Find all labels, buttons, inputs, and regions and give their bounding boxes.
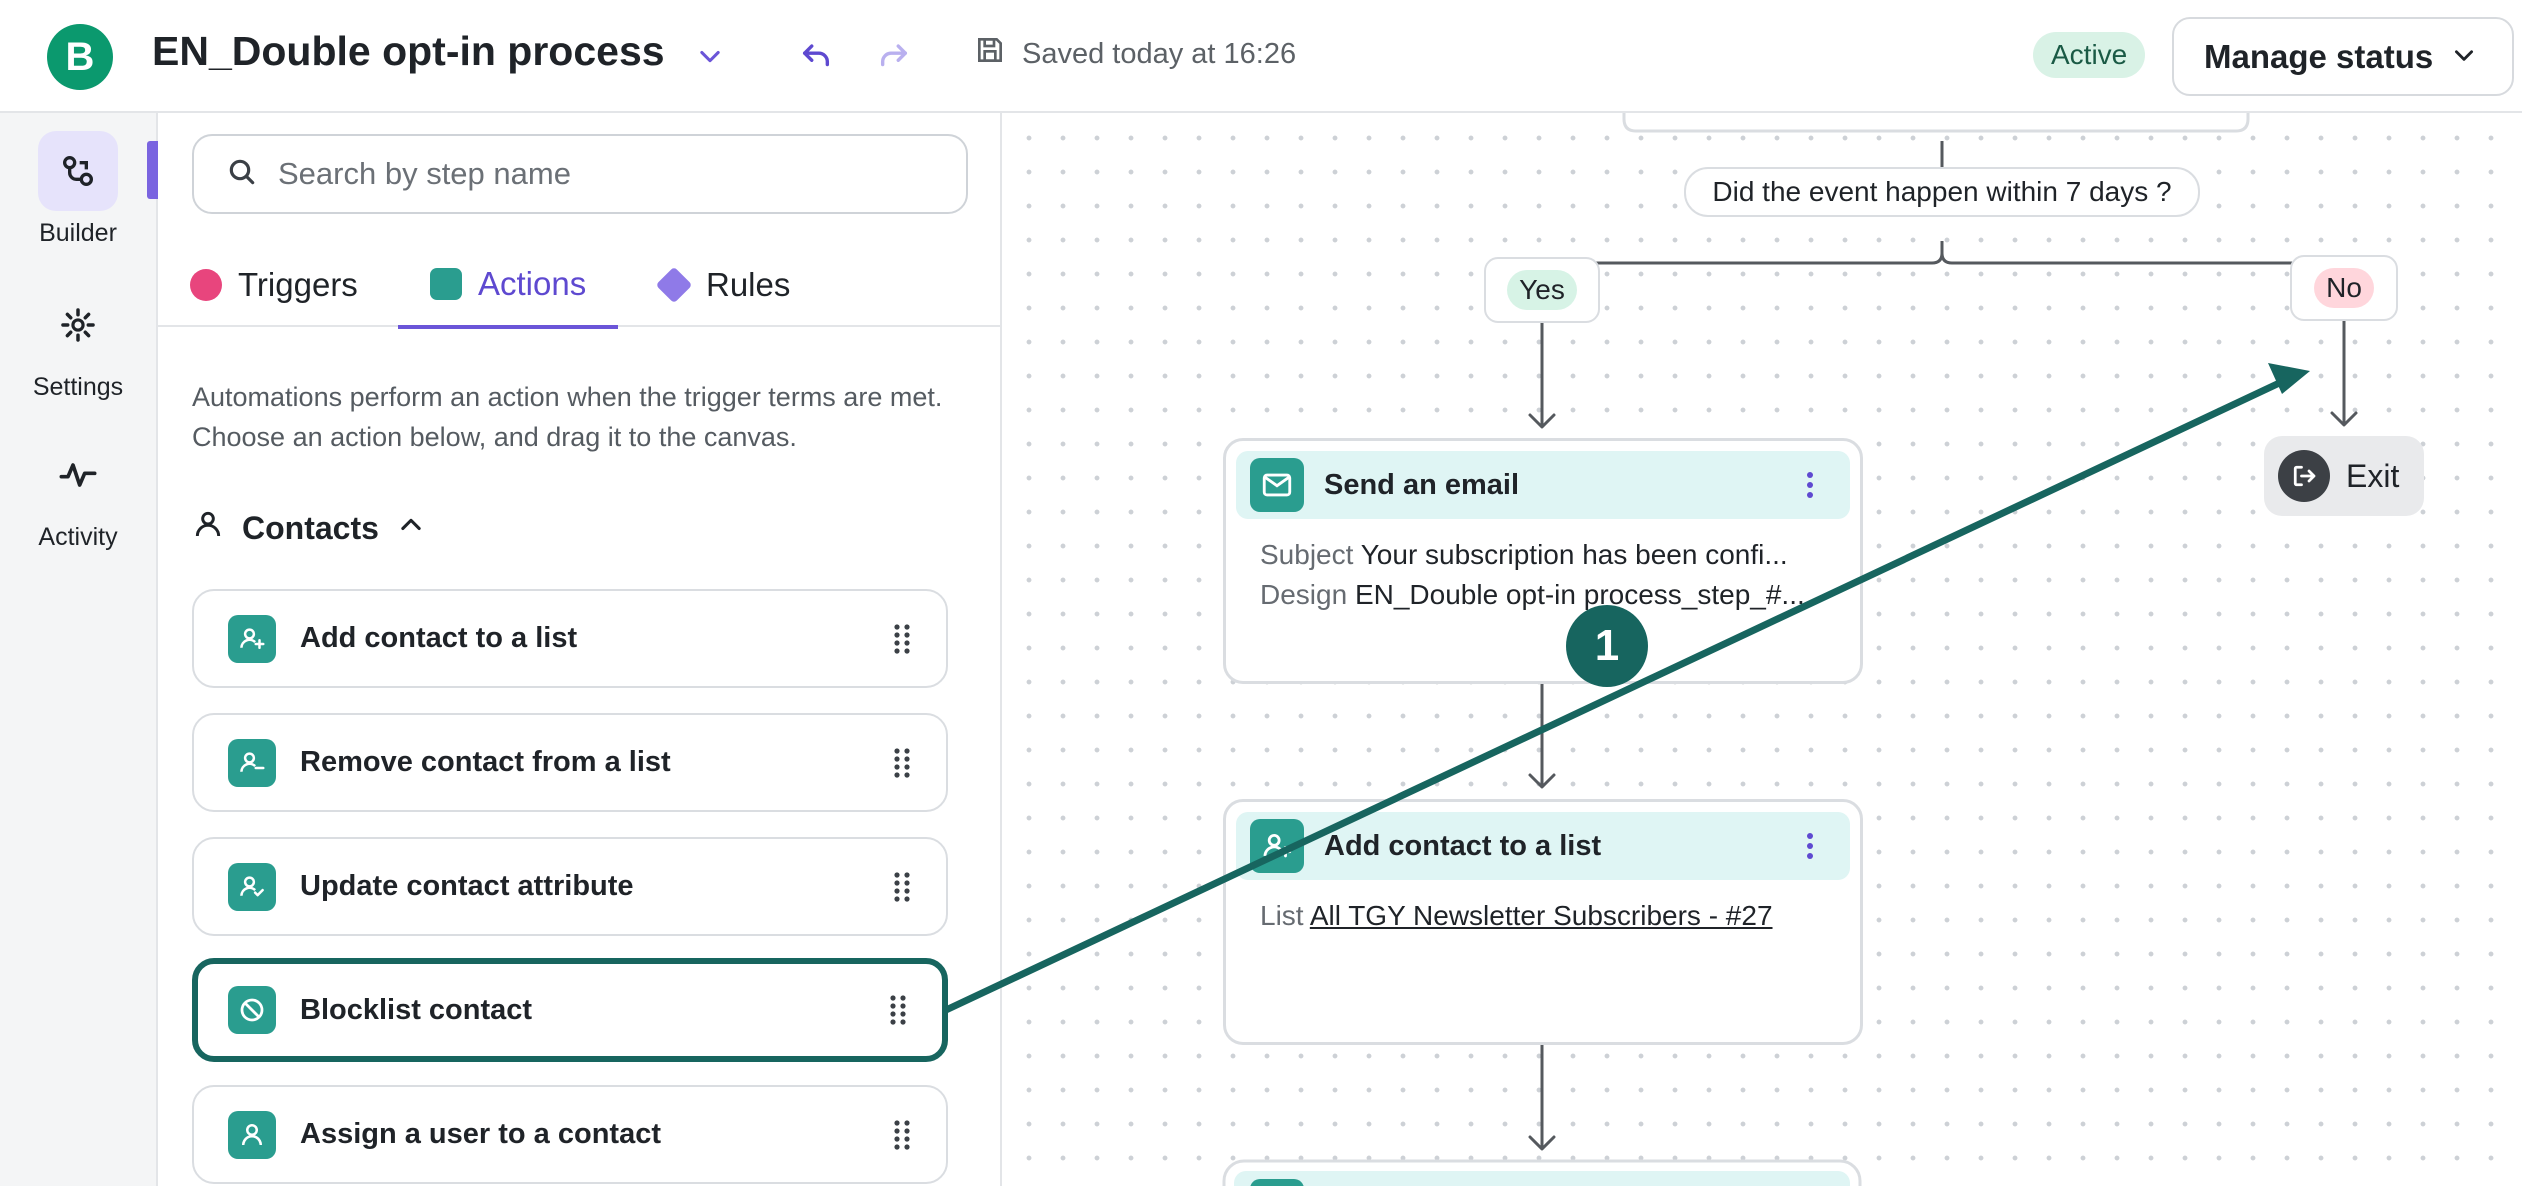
drag-handle-icon[interactable] xyxy=(882,870,922,904)
branch-yes-label: Yes xyxy=(1507,270,1577,310)
action-label: Remove contact from a list xyxy=(300,746,671,778)
contact-person-icon xyxy=(192,508,224,548)
workflow-title[interactable]: EN_Double opt-in process xyxy=(152,28,665,74)
title-chevron-down-icon[interactable] xyxy=(684,30,736,82)
rail-item-activity[interactable]: Activity xyxy=(0,435,156,552)
action-update-contact-attribute[interactable]: Update contact attribute xyxy=(192,837,948,936)
node-details: Subject Your subscription has been confi… xyxy=(1226,519,1860,615)
gear-icon xyxy=(38,285,118,365)
tab-triggers[interactable]: Triggers xyxy=(158,243,390,327)
field-key: Design xyxy=(1260,579,1348,610)
user-plus-icon xyxy=(1250,819,1304,873)
branch-yes[interactable]: Yes xyxy=(1484,257,1600,323)
activity-icon xyxy=(38,435,118,515)
node-send-email[interactable]: Send an email Subject Your subscription … xyxy=(1223,438,1863,684)
manage-status-label: Manage status xyxy=(2204,37,2434,75)
action-blocklist-contact[interactable]: Blocklist contact xyxy=(192,958,948,1062)
contacts-section-label: Contacts xyxy=(242,509,379,546)
drag-handle-icon[interactable] xyxy=(878,993,918,1027)
node-field: Subject Your subscription has been confi… xyxy=(1260,535,1836,575)
drag-handle-icon[interactable] xyxy=(882,1118,922,1152)
action-square-icon xyxy=(430,268,462,300)
tab-actions-label: Actions xyxy=(478,265,587,302)
node-title: Send an email xyxy=(1324,468,1520,501)
rail-item-settings[interactable]: Settings xyxy=(0,285,156,402)
actions-description: Automations perform an action when the t… xyxy=(192,382,943,452)
step-search[interactable] xyxy=(192,134,968,214)
field-key: List xyxy=(1260,900,1304,931)
chevron-up-icon xyxy=(397,510,425,547)
rail-active-marker xyxy=(147,141,158,199)
node-title: Add contact to a list xyxy=(1324,829,1602,862)
node-header: Add contact to a list xyxy=(1236,812,1850,880)
rail-label-activity: Activity xyxy=(38,523,118,551)
exit-node[interactable]: Exit xyxy=(2264,436,2424,516)
top-header: B EN_Double opt-in process Saved today a… xyxy=(0,0,2522,113)
drag-handle-icon[interactable] xyxy=(882,622,922,656)
action-label: Assign a user to a contact xyxy=(300,1118,661,1150)
save-status: Saved today at 16:26 xyxy=(974,34,1296,74)
undo-icon[interactable] xyxy=(790,30,842,82)
tab-rules-label: Rules xyxy=(706,266,791,303)
contacts-section-toggle[interactable]: Contacts xyxy=(192,508,425,548)
action-remove-contact-from-list[interactable]: Remove contact from a list xyxy=(192,713,948,812)
tab-actions[interactable]: Actions xyxy=(398,243,619,329)
action-assign-user-to-contact[interactable]: Assign a user to a contact xyxy=(192,1085,948,1184)
node-field: List All TGY Newsletter Subscribers - #2… xyxy=(1260,896,1836,936)
action-label: Update contact attribute xyxy=(300,870,634,902)
user-check-icon xyxy=(228,862,276,911)
drag-handle-icon[interactable] xyxy=(882,746,922,780)
rail-item-builder[interactable]: Builder xyxy=(0,131,156,248)
mail-icon xyxy=(1250,458,1304,512)
workflow-canvas[interactable]: Did the event happen within 7 days ? Yes… xyxy=(1002,113,2522,1186)
block-icon xyxy=(228,986,276,1034)
condition-label[interactable]: Did the event happen within 7 days ? xyxy=(1684,167,2200,217)
tab-triggers-label: Triggers xyxy=(238,266,358,303)
save-status-text: Saved today at 16:26 xyxy=(1022,37,1297,70)
branch-no-label: No xyxy=(2314,268,2374,308)
tab-rules[interactable]: Rules xyxy=(626,243,822,327)
rule-diamond-icon xyxy=(655,266,693,304)
action-label: Add contact to a list xyxy=(300,622,578,654)
save-disk-icon xyxy=(974,34,1006,74)
field-value: Your subscription has been confi... xyxy=(1360,539,1788,570)
search-input[interactable] xyxy=(278,156,958,192)
kebab-menu-icon[interactable] xyxy=(1790,458,1830,512)
list-link[interactable]: All TGY Newsletter Subscribers - #27 xyxy=(1309,900,1773,931)
brand-logo[interactable]: B xyxy=(47,24,113,90)
step-number-badge: 1 xyxy=(1566,605,1648,687)
field-key: Subject xyxy=(1260,539,1354,570)
node-header: Send an email xyxy=(1236,451,1850,519)
branch-no[interactable]: No xyxy=(2290,255,2398,321)
user-minus-icon xyxy=(228,738,276,787)
status-badge: Active xyxy=(2033,32,2146,78)
left-rail: Builder Settings Activity xyxy=(0,113,158,1186)
rail-label-settings: Settings xyxy=(32,373,124,401)
rail-label-builder: Builder xyxy=(39,219,117,247)
node-details: List All TGY Newsletter Subscribers - #2… xyxy=(1226,880,1860,936)
step-type-tabs: Triggers Actions Rules xyxy=(158,243,1000,329)
steps-panel: Triggers Actions Rules Automations perfo… xyxy=(158,113,1002,1186)
kebab-menu-icon[interactable] xyxy=(1790,819,1830,873)
redo-icon[interactable] xyxy=(868,30,920,82)
node-add-contact-to-list[interactable]: Add contact to a list List All TGY Newsl… xyxy=(1223,799,1863,1045)
builder-icon xyxy=(38,131,118,211)
action-add-contact-to-list[interactable]: Add contact to a list xyxy=(192,589,948,688)
exit-label: Exit xyxy=(2346,457,2400,494)
search-icon xyxy=(226,156,258,193)
field-value: EN_Double opt-in process_step_#... xyxy=(1354,579,1805,610)
node-field: Design EN_Double opt-in process_step_#..… xyxy=(1260,575,1836,615)
user-icon xyxy=(228,1110,276,1159)
chevron-down-icon xyxy=(2451,38,2477,76)
user-plus-icon xyxy=(228,614,276,663)
exit-icon xyxy=(2278,450,2330,502)
trigger-circle-icon xyxy=(190,269,222,301)
manage-status-button[interactable]: Manage status xyxy=(2172,17,2514,96)
action-label: Blocklist contact xyxy=(300,993,533,1026)
